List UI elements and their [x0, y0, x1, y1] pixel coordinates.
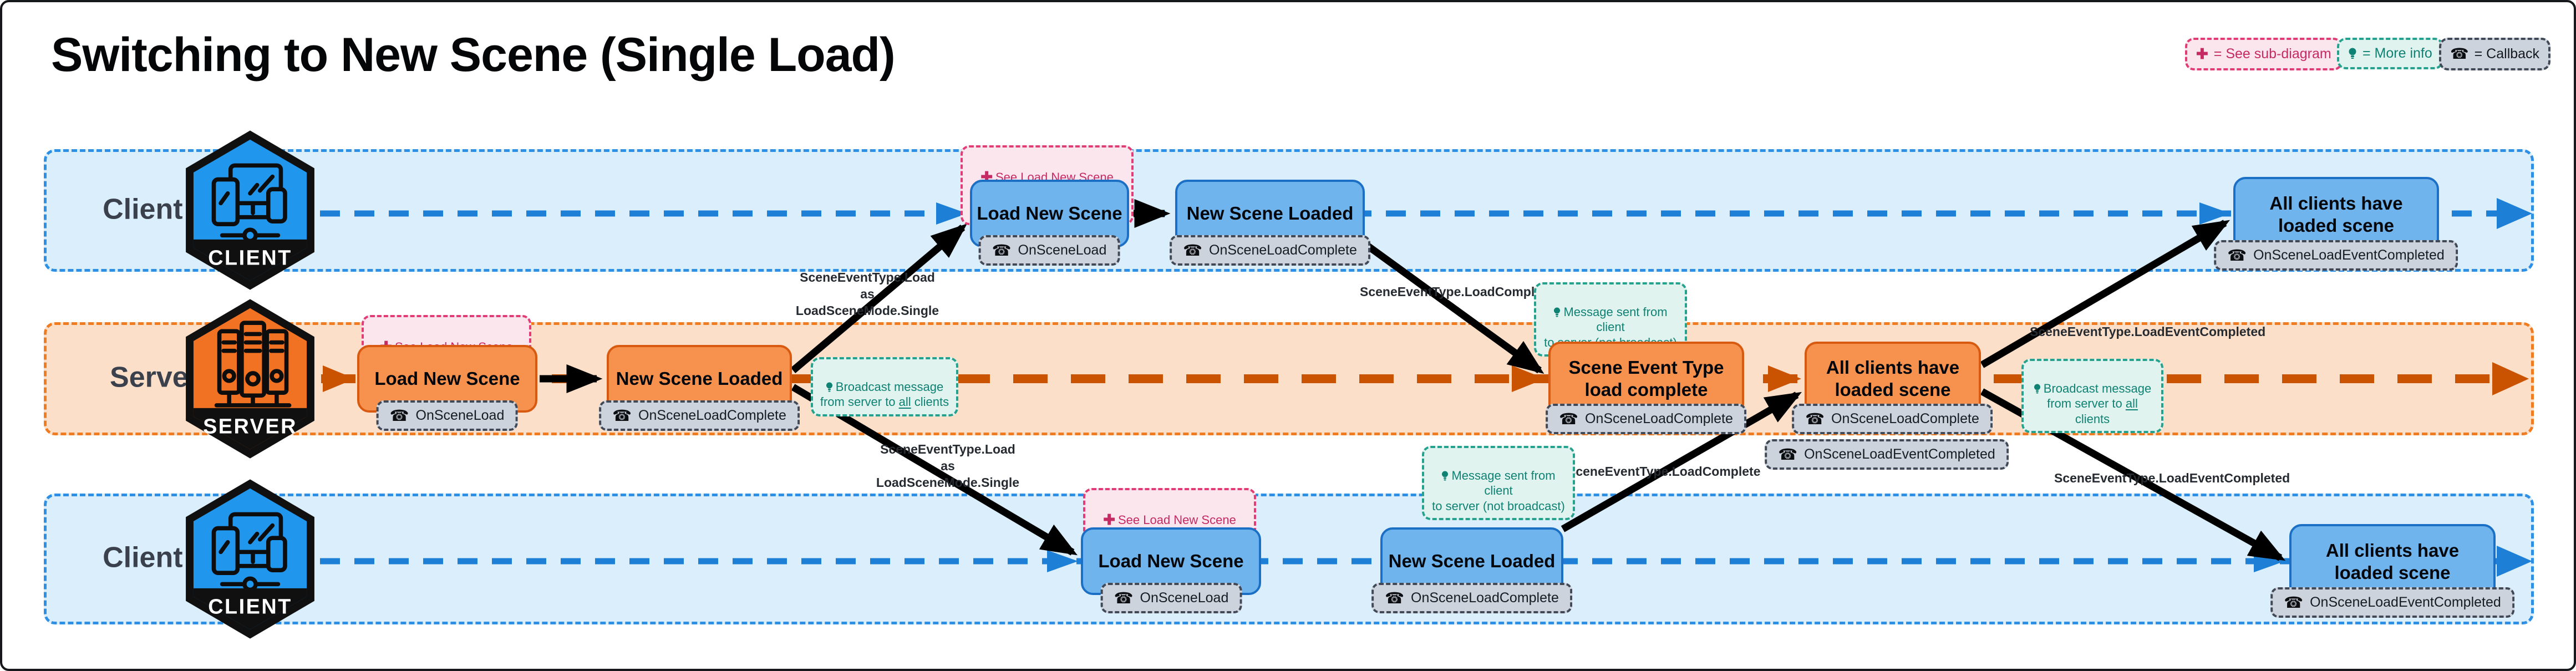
edge-label-load-single-bottom: SceneEventType.Load as LoadSceneMode.Sin…	[876, 442, 1020, 490]
hexagon-band	[193, 408, 307, 450]
node-label: All clients have loaded scene	[2269, 192, 2403, 236]
node-label: Load New Scene	[1098, 550, 1244, 571]
cross-icon: ✚	[2196, 45, 2208, 62]
node-label: All clients have loaded scene	[1826, 357, 1960, 400]
cross-icon: ✚	[1103, 511, 1115, 528]
callback-badge-s-all-2: ☎OnSceneLoadEventCompleted	[1765, 439, 2009, 470]
node-label: All clients have loaded scene	[2325, 540, 2460, 583]
node-server-scene-event-type-load-complete: Scene Event Type load complete	[1548, 342, 1744, 416]
callback-badge-s-loaded: ☎OnSceneLoadComplete	[599, 400, 800, 431]
arrow-c1-loaded-to-s-complete	[1360, 238, 1544, 374]
node-label: Load New Scene	[374, 368, 520, 389]
phone-callback-icon: ☎	[1778, 445, 1798, 463]
legend-more-info: = More info	[2337, 38, 2443, 69]
hexagon-band	[193, 239, 307, 281]
phone-icon: ☎	[2450, 45, 2469, 62]
legend-callback: ☎ = Callback	[2439, 38, 2551, 70]
arrowhead-icon	[1047, 550, 1078, 572]
callback-badge-s-load: ☎OnSceneLoad	[376, 400, 518, 431]
phone-callback-icon: ☎	[992, 241, 1012, 259]
lightbulb-icon	[2349, 48, 2356, 59]
legend-callback-label: = Callback	[2474, 46, 2540, 62]
client2-hexagon-label: CLIENT	[208, 595, 292, 618]
arrowhead-icon	[2199, 202, 2230, 225]
phone-callback-icon: ☎	[1114, 589, 1134, 607]
legend-more-info-label: = More info	[2362, 45, 2432, 61]
edge-label-load-complete-top: SceneEventType.LoadComplete	[1360, 284, 1553, 299]
client-devices-icon	[211, 163, 287, 243]
callback-badge-s-complete: ☎OnSceneLoadComplete	[1546, 404, 1746, 434]
edge-label-load-complete-bottom: SceneEventType.LoadComplete	[1567, 464, 1761, 479]
arrowhead-icon	[2497, 546, 2532, 577]
callback-badge-c1-loaded: ☎OnSceneLoadComplete	[1170, 235, 1370, 266]
node-label: Load New Scene	[977, 202, 1122, 223]
node-client2-all-clients-loaded: All clients have loaded scene	[2289, 524, 2496, 599]
phone-callback-icon: ☎	[1559, 410, 1579, 428]
phone-callback-icon: ☎	[2227, 246, 2247, 264]
node-label: New Scene Loaded	[616, 368, 783, 389]
server-hexagon-badge: SERVER	[186, 299, 314, 459]
phone-callback-icon: ☎	[1805, 410, 1825, 428]
hexagon-band	[193, 588, 307, 630]
legend-see-sub-diagram: ✚ = See sub-diagram	[2185, 38, 2343, 70]
callback-badge-c2-all: ☎OnSceneLoadEventCompleted	[2270, 587, 2514, 618]
callback-badge-s-all-1: ☎OnSceneLoadComplete	[1792, 404, 1993, 434]
lightbulb-icon	[826, 382, 832, 392]
server-hexagon-label: SERVER	[203, 415, 297, 438]
edge-label-load-event-completed-bottom: SceneEventType.LoadEventCompleted	[2054, 471, 2290, 485]
client-devices-icon	[211, 512, 287, 592]
client1-hexagon-label: CLIENT	[208, 246, 292, 270]
arrowhead-icon	[323, 365, 355, 392]
arrowhead-icon	[936, 202, 967, 225]
lightbulb-icon	[1442, 471, 1449, 480]
client1-hexagon-badge: CLIENT	[186, 130, 314, 290]
node-label: New Scene Loaded	[1388, 550, 1556, 571]
arrow-s-all-to-c1-all	[1980, 220, 2230, 368]
lane-server-label: Server	[110, 361, 200, 394]
annotation-text: Broadcast message from server to all cli…	[820, 379, 949, 409]
node-label: Scene Event Type load complete	[1568, 357, 1724, 400]
client2-hexagon-badge: CLIENT	[186, 479, 314, 639]
arrowhead-icon	[1768, 365, 1801, 392]
edge-label-load-event-completed-top: SceneEventType.LoadEventCompleted	[2030, 324, 2266, 339]
arrowhead-icon	[2497, 198, 2532, 229]
lightbulb-icon	[2034, 384, 2040, 393]
annotation-broadcast-right: Broadcast message from server to all cli…	[2021, 359, 2163, 433]
callback-badge-c1-load: ☎OnSceneLoad	[978, 235, 1120, 266]
phone-callback-icon: ☎	[2284, 593, 2304, 611]
phone-callback-icon: ☎	[612, 406, 632, 424]
arrowhead-icon	[2492, 362, 2529, 395]
annotation-client-message-bottom: Message sent from client to server (not …	[1422, 446, 1575, 520]
node-label: New Scene Loaded	[1186, 202, 1354, 223]
edge-label-load-single-top: SceneEventType.Load as LoadSceneMode.Sin…	[795, 270, 939, 318]
callback-badge-c1-all: ☎OnSceneLoadEventCompleted	[2214, 240, 2458, 271]
annotation-text: Message sent from client to server (not …	[1432, 468, 1565, 513]
callback-badge-c2-loaded: ☎OnSceneLoadComplete	[1371, 583, 1572, 613]
phone-callback-icon: ☎	[1183, 241, 1203, 259]
arrow-s-loaded-to-c1-load	[790, 223, 967, 373]
phone-callback-icon: ☎	[1385, 589, 1405, 607]
server-racks-icon	[214, 321, 292, 408]
page-title: Switching to New Scene (Single Load)	[51, 28, 896, 82]
arrow-c2-loaded-to-s-all	[1561, 392, 1802, 532]
annotation-text: Broadcast message from server to all cli…	[2043, 381, 2152, 426]
lightbulb-icon	[1554, 307, 1561, 317]
callback-badge-c2-load: ☎OnSceneLoad	[1100, 583, 1242, 613]
legend-see-sub-diagram-label: = See sub-diagram	[2213, 46, 2331, 62]
phone-callback-icon: ☎	[389, 406, 409, 424]
annotation-broadcast-left: Broadcast message from server to all cli…	[811, 357, 958, 416]
